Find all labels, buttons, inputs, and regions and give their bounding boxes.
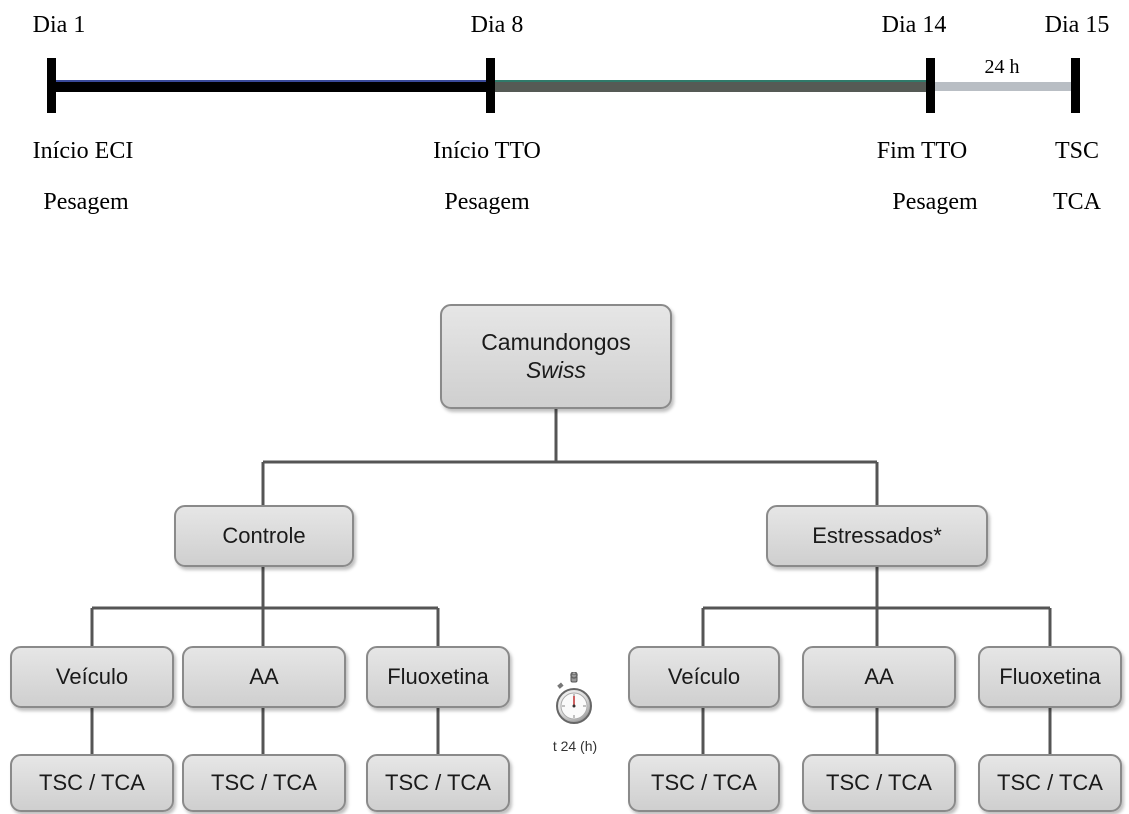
treatment-label: Veículo [55, 663, 129, 689]
group-controle: Controle [174, 505, 354, 567]
treatment-fluoxetina-controle: Fluoxetina [366, 646, 510, 708]
event-day15-line2: TCA [1053, 189, 1101, 215]
interval-label: 24 h [984, 56, 1020, 78]
treatment-fluoxetina-estressados: Fluoxetina [978, 646, 1122, 708]
event-day1-line2: Pesagem [43, 189, 129, 215]
segment-eci [52, 81, 490, 92]
group-label: Controle [222, 522, 306, 548]
treatment-label: AA [249, 663, 279, 689]
test-node-1: TSC / TCA [10, 754, 174, 812]
tick-day-8 [486, 58, 495, 113]
day-label-8: Dia 8 [470, 12, 524, 38]
test-node-5: TSC / TCA [802, 754, 956, 812]
day-label-15: Dia 15 [1044, 12, 1110, 38]
day-label-14: Dia 14 [881, 12, 947, 38]
root-node: Camundongos Swiss [440, 304, 672, 409]
test-label: TSC / TCA [997, 769, 1103, 795]
event-day8-line1: Início TTO [433, 138, 541, 164]
treatment-aa-estressados: AA [802, 646, 956, 708]
tick-day-14 [926, 58, 935, 113]
group-estressados: Estressados* [766, 505, 988, 567]
test-label: TSC / TCA [651, 769, 757, 795]
timer-label: t 24 (h) [552, 738, 598, 754]
treatment-label: Fluoxetina [999, 663, 1101, 689]
test-node-2: TSC / TCA [182, 754, 346, 812]
treatment-label: AA [864, 663, 894, 689]
timeline-axis [47, 58, 1080, 113]
treatment-label: Fluoxetina [387, 663, 489, 689]
root-label-line2: Swiss [525, 356, 587, 383]
event-day1-line1: Início ECI [32, 138, 134, 164]
tick-day-1 [47, 58, 56, 113]
event-day14-line2: Pesagem [892, 189, 978, 215]
test-node-3: TSC / TCA [366, 754, 510, 812]
test-label: TSC / TCA [826, 769, 932, 795]
event-day14-line1: Fim TTO [876, 138, 968, 164]
test-node-6: TSC / TCA [978, 754, 1122, 812]
test-node-4: TSC / TCA [628, 754, 780, 812]
test-label: TSC / TCA [39, 769, 145, 795]
test-label: TSC / TCA [211, 769, 317, 795]
root-label-line1: Camundongos [481, 328, 631, 355]
treatment-veiculo-controle: Veículo [10, 646, 174, 708]
treatment-aa-controle: AA [182, 646, 346, 708]
segment-eci-highlight [52, 80, 490, 82]
stopwatch-icon [556, 672, 592, 724]
event-day8-line2: Pesagem [444, 189, 530, 215]
day-label-1: Dia 1 [32, 12, 86, 38]
segment-tto [490, 81, 930, 92]
group-label: Estressados* [812, 522, 942, 548]
tick-day-15 [1071, 58, 1080, 113]
treatment-label: Veículo [667, 663, 741, 689]
treatment-veiculo-estressados: Veículo [628, 646, 780, 708]
segment-tto-highlight [490, 80, 930, 82]
event-day15-line1: TSC [1054, 138, 1100, 164]
segment-interval [930, 82, 1076, 91]
test-label: TSC / TCA [385, 769, 491, 795]
